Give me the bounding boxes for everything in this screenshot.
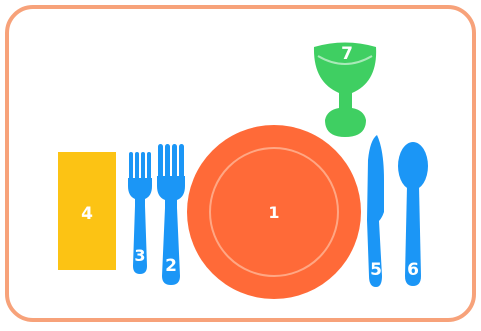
plate-label: 1	[268, 203, 279, 222]
plate: 1	[187, 125, 361, 299]
glass-label: 7	[341, 44, 353, 64]
spoon-label: 6	[407, 260, 419, 280]
napkin: 4	[58, 152, 116, 270]
knife: 5	[367, 135, 384, 287]
knife-label: 5	[370, 260, 382, 280]
napkin-label: 4	[81, 204, 93, 224]
salad-fork-label: 3	[134, 246, 145, 265]
dinner-fork-label: 2	[165, 256, 177, 276]
